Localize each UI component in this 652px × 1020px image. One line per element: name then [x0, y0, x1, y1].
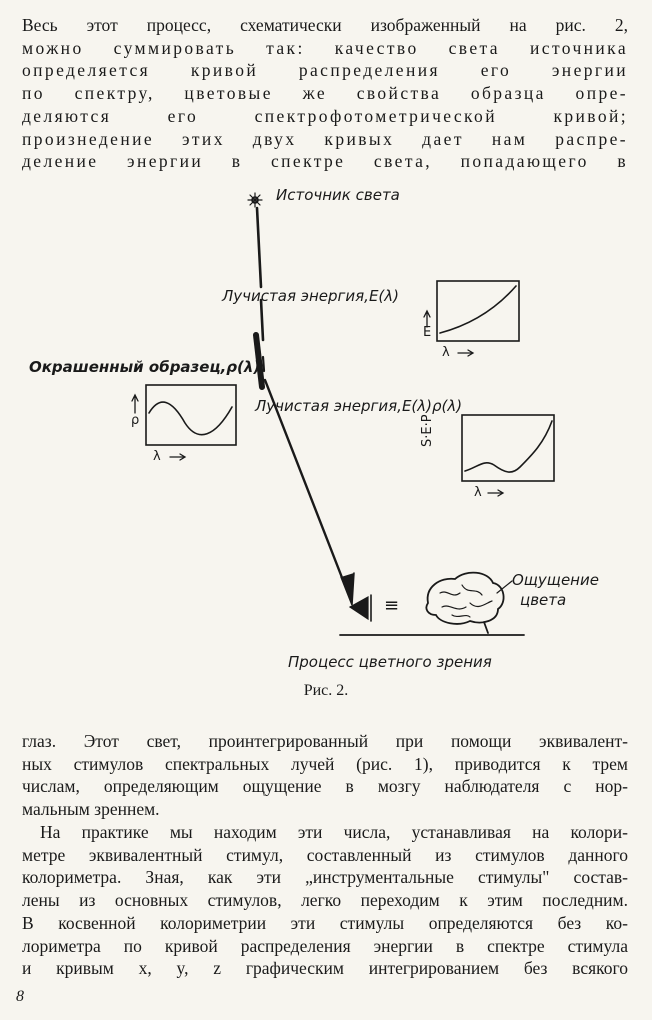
light-source-label: Источник света	[276, 186, 400, 204]
page-number: 8	[16, 988, 24, 1005]
text-line: колориметра. Зная, как эти „инструментал…	[22, 867, 628, 888]
radiant-energy-label: Лучистая энергия,E(λ)	[222, 287, 400, 305]
reflected-ray	[263, 378, 350, 595]
incident-ray	[259, 298, 265, 342]
text-line: ных стимулов спектральных лучей (рис. 1)…	[22, 753, 628, 774]
text-line: деление энергии в спектре света, попадаю…	[22, 151, 628, 172]
eye-icon	[348, 594, 372, 622]
text-line: деляются его спектрофотометрической крив…	[22, 105, 628, 126]
sample-surface	[253, 332, 265, 390]
text-line: лены из основных стимулов, легко переход…	[22, 890, 628, 911]
text-line: лориметра по кривой распределения энерги…	[22, 935, 628, 956]
figure-diagram	[131, 192, 555, 636]
text-line: и кривым x, y, z графическим интегрирова…	[22, 958, 628, 979]
paragraph-practice: На практике мы находим эти числа, устана…	[22, 821, 628, 980]
sample-label: Окрашенный образец,ρ(λ)	[29, 358, 261, 376]
text-line: На практике мы находим эти числа, устана…	[40, 822, 628, 842]
text-line: можно суммировать так: качество света ис…	[22, 37, 628, 58]
graph-radiant-energy	[436, 280, 520, 342]
text-line: В косвенной колориметрии эти стимулы опр…	[22, 912, 628, 933]
figure-caption: Рис. 2.	[303, 682, 349, 699]
axis-label-lambda: λ	[442, 345, 450, 360]
text-line: произнедение этих двух кривых дает нам р…	[22, 128, 628, 149]
text-line: Весь этот процесс, схематически изображе…	[22, 15, 628, 35]
incident-ray	[255, 206, 263, 289]
graph-reflectance	[145, 384, 237, 446]
axis-label-lambda: λ	[474, 485, 482, 500]
axis-label-SEP: S·E·P	[420, 414, 435, 447]
equals-sign: ≡	[384, 595, 400, 616]
light-source-icon	[247, 192, 263, 208]
paragraph-intro: Весь этот процесс, схематически изображе…	[22, 14, 628, 173]
arrow-head	[340, 572, 355, 606]
text-line: по спектру, цветовые же свойства образца…	[22, 83, 628, 104]
reflected-energy-label: Лучистая энергия,E(λ)ρ(λ)	[255, 397, 463, 415]
text-line: метре эквивалентный стимул, составленный…	[22, 844, 628, 865]
axis-label-rho: ρ	[131, 413, 140, 428]
paragraph-integration: глаз. Этот свет, проинтегрированный при …	[22, 730, 628, 821]
brain-icon	[425, 571, 513, 634]
graph-product	[461, 414, 555, 482]
text-line: глаз. Этот свет, проинтегрированный при …	[22, 731, 628, 751]
process-label: Процесс цветного зрения	[288, 653, 492, 671]
axis-label-lambda: λ	[153, 449, 161, 464]
figure-color-vision-process: Источник света Лучистая энергия,E(λ) Окр…	[0, 175, 652, 705]
text-line: определяется кривой распределения его эн…	[22, 60, 628, 81]
text-line: мальным зреннем.	[22, 799, 160, 820]
axis-label-E: E	[423, 325, 432, 340]
sensation-label: цвета	[520, 591, 567, 609]
sensation-label: Ощущение	[512, 571, 599, 589]
text-line: числам, определяющим ощущение в мозгу на…	[22, 776, 628, 797]
